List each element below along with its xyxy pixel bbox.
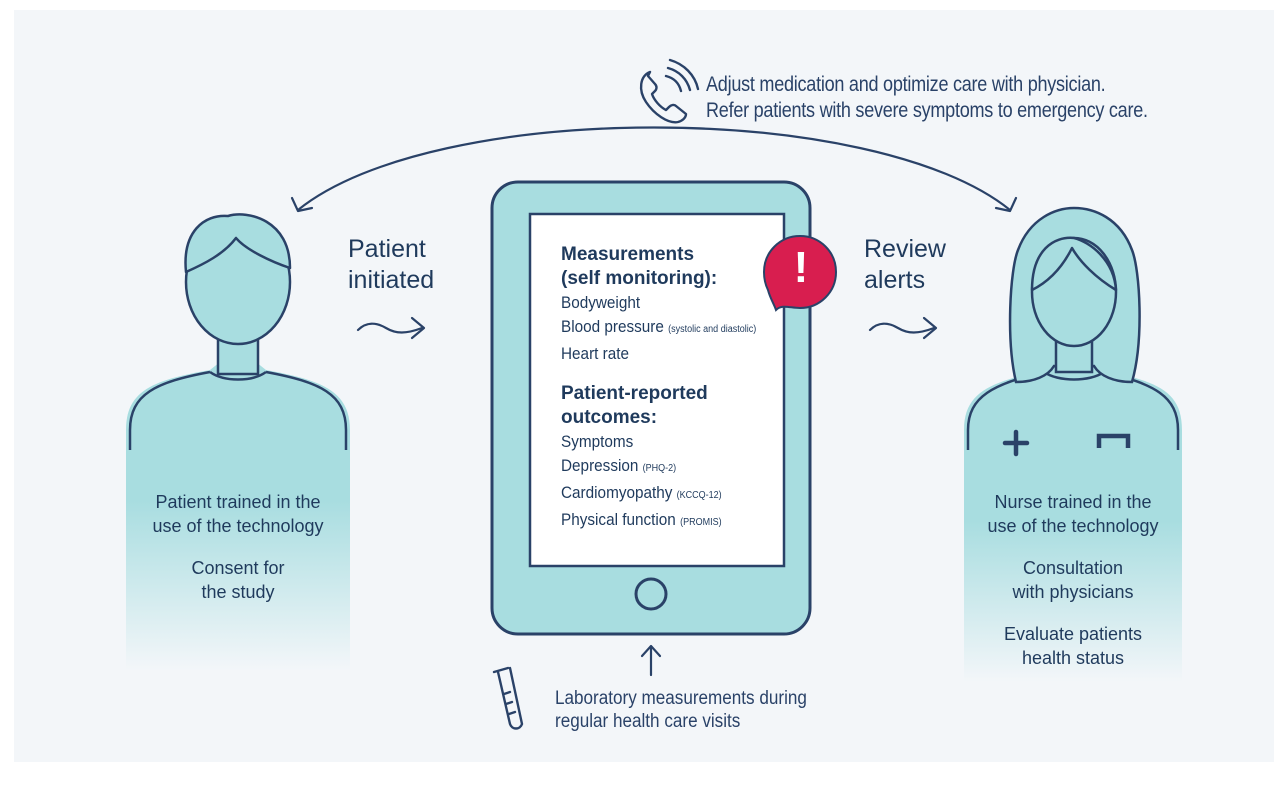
diagram-canvas: ! Adjust medication and optimize care wi… [14, 10, 1274, 762]
patient-initiated-label: Patient initiated [348, 235, 435, 294]
alert-exclamation: ! [793, 243, 809, 292]
top-note: Adjust medication and optimize care with… [706, 72, 1246, 124]
arrowhead-left [290, 196, 314, 213]
measurement-item: Blood pressure (systolic and diastolic) [561, 317, 757, 336]
outcome-item: Physical function (PROMIS) [561, 510, 722, 529]
alert-bubble-icon [762, 234, 838, 312]
nurse-pocket-icon [1096, 433, 1131, 448]
outcome-item: Symptoms [561, 432, 634, 451]
outcomes-title-sub: outcomes: [561, 407, 658, 428]
tablet-home-button [634, 577, 668, 611]
patient-description: Patient trained in the use of the techno… [152, 492, 324, 602]
squiggle-arrow-right [868, 316, 938, 340]
bottom-note: Laboratory measurements during regular h… [555, 688, 807, 732]
patient-figure [126, 213, 350, 670]
outcomes-title: Patient-reported [561, 383, 708, 404]
diagram-graphics [126, 58, 1182, 730]
outcome-item: Cardiomyopathy (KCCQ-12) [561, 483, 722, 502]
nurse-figure [964, 206, 1182, 682]
review-alerts-label: Review alerts [864, 235, 946, 294]
measurements-title-sub: (self monitoring): [561, 268, 718, 289]
top-note-line-1: Adjust medication and optimize care with… [706, 73, 1106, 96]
top-note-line-2: Refer patients with severe symptoms to e… [706, 99, 1148, 122]
outcome-item: Depression (PHQ-2) [561, 456, 677, 475]
test-tube-icon [492, 666, 524, 730]
squiggle-arrow-left [356, 316, 426, 340]
up-arrow [640, 644, 662, 677]
tablet-device [490, 180, 812, 636]
nurse-cross-icon [1002, 429, 1030, 457]
nurse-description: Nurse trained in the use of the technolo… [987, 492, 1159, 668]
measurements-title: Measurements [561, 244, 695, 265]
arrowhead-right [994, 196, 1018, 213]
measurement-item: Heart rate [561, 344, 630, 363]
feedback-arc-arrow [297, 126, 1011, 211]
phone-icon [639, 58, 700, 124]
measurement-item: Bodyweight [561, 293, 641, 312]
tablet-screen-content: Measurements (self monitoring): Bodyweig… [561, 243, 801, 535]
